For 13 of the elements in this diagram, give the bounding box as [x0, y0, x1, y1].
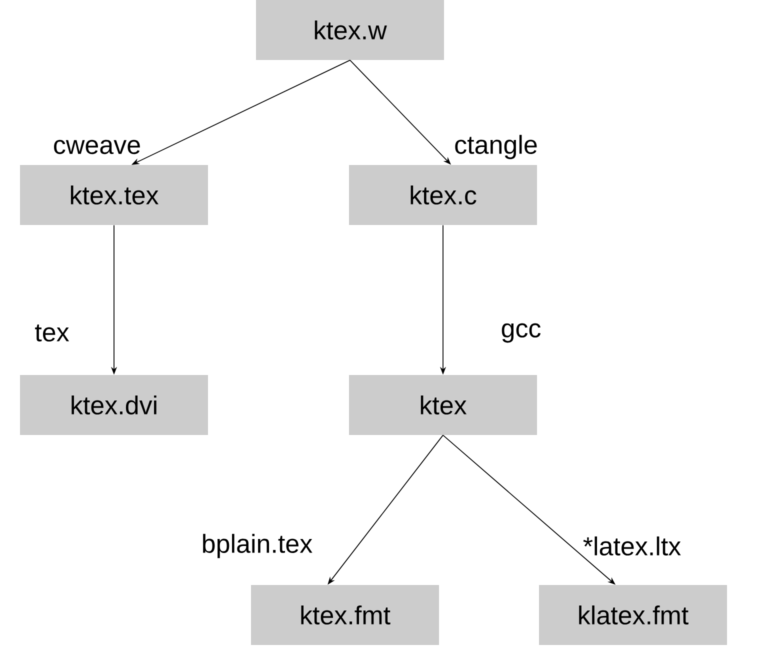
- edge-label: ctangle: [455, 134, 537, 160]
- edge-label: tex: [35, 324, 70, 342]
- file-box: klatex.fmt: [539, 585, 727, 645]
- file-box: ktex.fmt: [251, 585, 439, 645]
- edge-label: bplain.tex: [203, 534, 312, 558]
- file-box: ktex.w: [256, 0, 444, 60]
- file-box: ktex.tex: [20, 165, 208, 225]
- file-box: ktex.dvi: [20, 375, 208, 435]
- file-box: ktex: [349, 375, 537, 435]
- file-box: ktex.c: [349, 165, 537, 225]
- edge-label: *latex.ltx: [583, 536, 681, 556]
- edge-label: cweave: [54, 140, 140, 154]
- edge-label: gcc: [502, 323, 541, 343]
